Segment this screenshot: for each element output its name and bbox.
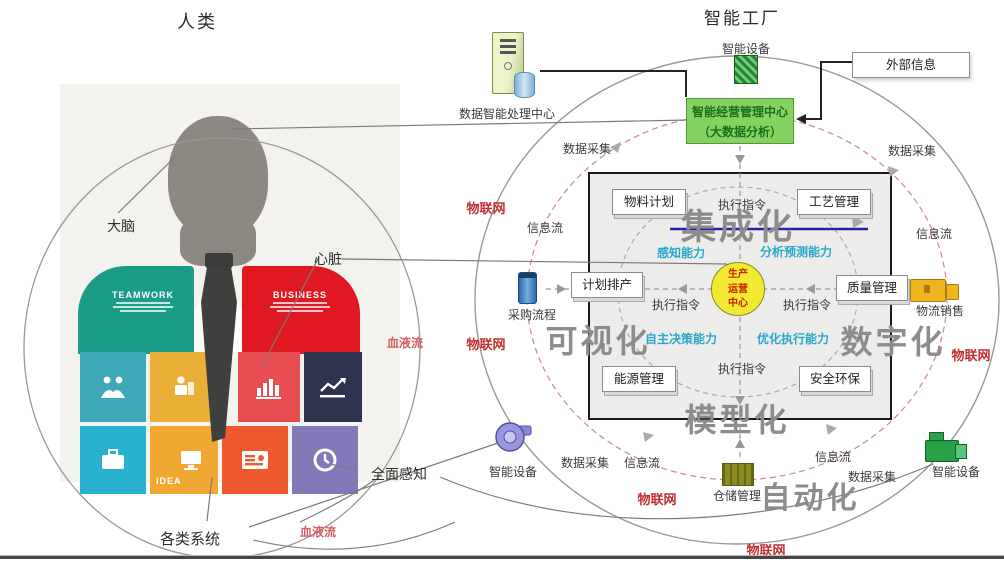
prediction-ability-label: 分析预测能力	[759, 245, 833, 259]
decision-ability-label: 自主决策能力	[644, 332, 718, 346]
optimization-ability-label: 优化执行能力	[756, 332, 830, 346]
exec-cmd-bottom: 执行指令	[717, 362, 767, 376]
bottom-rule	[0, 555, 1004, 559]
energy-box: 能源管理	[602, 366, 676, 392]
logistics-truck-icon	[910, 279, 959, 302]
production-hub-circle: 生产 运营 中心	[711, 262, 765, 316]
fan-device-label: 智能设备	[488, 465, 538, 479]
iot-label-left-top: 物联网	[466, 201, 506, 216]
procurement-label: 采购流程	[507, 308, 557, 322]
brain-label: 大脑	[107, 220, 135, 235]
factory-title: 智能工厂	[704, 9, 780, 28]
data-processing-center-label: 数据智能处理中心	[458, 107, 556, 121]
safety-box: 安全环保	[799, 366, 871, 392]
procurement-cylinder-icon	[518, 272, 537, 304]
quality-box: 质量管理	[836, 275, 908, 301]
database-cylinder-icon	[514, 72, 535, 98]
perception-ability-label: 感知能力	[656, 246, 706, 260]
blood-flow-label-lower: 血液流	[299, 525, 337, 539]
machine-device-icon	[925, 432, 969, 462]
scheduling-box: 计划排产	[571, 272, 643, 298]
automation-label: 自动化	[760, 482, 860, 515]
iot-label-left-mid: 物联网	[466, 337, 506, 352]
coil-device-icon	[734, 55, 758, 84]
machine-device-label: 智能设备	[931, 465, 981, 479]
blood-flow-label-upper: 血液流	[386, 336, 424, 350]
external-info-box: 外部信息	[852, 52, 970, 78]
mgmt-center-box: 智能经营管理中心 （大数据分析）	[686, 98, 794, 144]
human-title: 人类	[177, 12, 217, 32]
heart-label: 心脏	[314, 253, 342, 268]
integration-label: 集成化	[680, 208, 796, 247]
full-perception-label: 全面感知	[371, 468, 427, 483]
data-collect-top-right: 数据采集	[887, 144, 937, 158]
digitization-label: 数字化	[840, 324, 946, 360]
iot-label-bottom-left: 物联网	[637, 492, 677, 507]
iot-label-bottom: 物联网	[746, 543, 786, 558]
smart-device-top-label: 智能设备	[721, 42, 771, 56]
modeling-label: 模型化	[684, 402, 790, 438]
material-plan-box: 物料计划	[612, 189, 686, 215]
iot-label-right: 物联网	[951, 348, 991, 363]
info-flow-top-right: 信息流	[915, 227, 953, 241]
data-collect-top-left: 数据采集	[562, 142, 612, 156]
hub-line2: 运营	[728, 283, 748, 295]
info-flow-bottom-right: 信息流	[814, 450, 852, 464]
mgmt-center-line2: （大数据分析）	[697, 125, 782, 140]
hub-line3: 中心	[728, 298, 748, 309]
process-mgmt-box: 工艺管理	[797, 189, 871, 215]
mgmt-center-line1: 智能经营管理中心	[691, 105, 788, 119]
logistics-label: 物流销售	[915, 304, 965, 318]
fan-device-icon	[495, 422, 532, 452]
warehouse-label: 仓储管理	[712, 489, 762, 503]
info-flow-top-left: 信息流	[526, 221, 564, 235]
data-collect-bottom-left: 数据采集	[560, 456, 610, 470]
info-flow-bottom-left: 信息流	[623, 456, 661, 470]
visualization-label: 可视化	[545, 323, 651, 359]
hub-line1: 生产	[728, 269, 748, 280]
various-systems-label: 各类系统	[159, 532, 221, 548]
exec-cmd-left: 执行指令	[651, 298, 701, 312]
warehouse-icon	[722, 463, 754, 486]
exec-cmd-right: 执行指令	[782, 298, 832, 312]
